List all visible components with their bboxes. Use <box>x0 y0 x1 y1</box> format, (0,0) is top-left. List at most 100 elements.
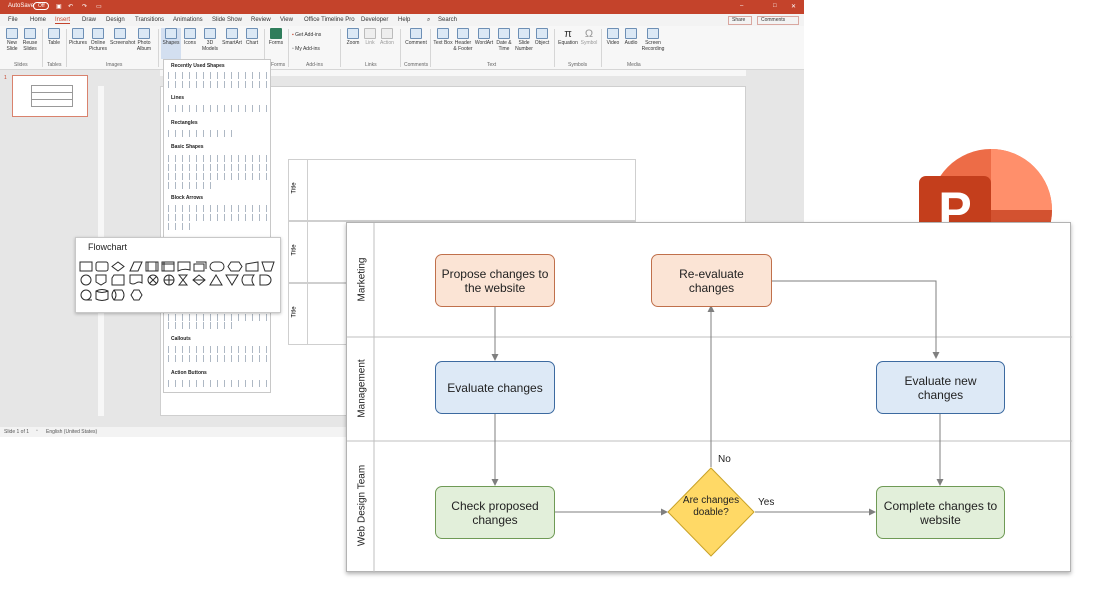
tab-office-timeline-pro[interactable]: Office Timeline Pro <box>304 17 355 23</box>
pictures-button[interactable]: Pictures <box>68 28 88 46</box>
object-button[interactable]: Object <box>532 28 552 46</box>
accessibility-icon[interactable]: ▫ <box>36 428 38 434</box>
shape-row[interactable] <box>167 164 267 171</box>
tab-animations[interactable]: Animations <box>173 17 203 23</box>
shapes-button[interactable]: Shapes <box>161 28 181 59</box>
off-page-connector-shape-icon <box>95 274 107 286</box>
node-evaluate-new-changes[interactable]: Evaluate new changes <box>876 361 1005 414</box>
wordart-button[interactable]: WordArt <box>474 28 494 46</box>
shape-row[interactable] <box>167 205 267 212</box>
photo-album-button[interactable]: Photo Album <box>134 28 154 52</box>
slide-table-row[interactable] <box>288 159 636 221</box>
row-title-1: Title <box>291 182 298 194</box>
redo-icon[interactable]: ↷ <box>82 4 88 10</box>
close-icon[interactable]: ✕ <box>791 4 797 10</box>
reuse-slides-button[interactable]: Reuse Slides <box>20 28 40 52</box>
divider <box>158 29 159 67</box>
present-icon[interactable]: ▭ <box>96 4 102 10</box>
3d-models-button[interactable]: 3D Models <box>200 28 220 52</box>
flowchart-shapes-grid[interactable] <box>76 238 282 314</box>
table-button[interactable]: Table <box>44 28 64 46</box>
shape-row[interactable] <box>167 314 267 321</box>
slide-number-button[interactable]: Slide Number <box>514 28 534 52</box>
tab-view[interactable]: View <box>280 17 293 23</box>
lane-label-management: Management <box>356 359 368 418</box>
node-check-proposed-changes[interactable]: Check proposed changes <box>435 486 555 539</box>
shape-row[interactable] <box>167 173 267 180</box>
screenshot-button[interactable]: Screenshot <box>110 28 135 46</box>
tab-review[interactable]: Review <box>251 17 271 23</box>
flowchart-title: Flowchart <box>88 242 128 252</box>
shape-row[interactable] <box>167 105 267 112</box>
shape-row[interactable] <box>167 182 217 189</box>
tab-draw[interactable]: Draw <box>82 17 97 23</box>
tab-design[interactable]: Design <box>106 17 125 23</box>
smartart-button[interactable]: SmartArt <box>222 28 242 46</box>
shape-row[interactable] <box>167 130 237 137</box>
shape-row[interactable] <box>167 72 267 79</box>
section-lines: Lines <box>171 95 185 101</box>
shape-row[interactable] <box>167 355 267 362</box>
date-time-button[interactable]: Date & Time <box>494 28 514 52</box>
video-button[interactable]: Video <box>603 28 623 46</box>
shape-row[interactable] <box>167 322 237 329</box>
my-add-ins-button[interactable]: ▫ My Add-ins <box>292 46 320 52</box>
shape-row[interactable] <box>167 81 267 88</box>
link-button[interactable]: Link <box>360 28 380 46</box>
forms-button[interactable]: Forms <box>266 28 286 46</box>
node-reevaluate-changes[interactable]: Re-evaluate changes <box>651 254 772 307</box>
share-label: Share <box>732 17 746 23</box>
tab-developer[interactable]: Developer <box>361 17 389 23</box>
comment-button[interactable]: Comment <box>404 28 428 46</box>
horizontal-ruler[interactable] <box>160 70 746 76</box>
save-icon[interactable]: ▣ <box>56 4 62 10</box>
search-box[interactable]: Search <box>438 17 458 23</box>
decision-diamond[interactable] <box>667 467 755 557</box>
divider <box>264 29 265 67</box>
zoom-button[interactable]: Zoom <box>343 28 363 46</box>
shape-row[interactable] <box>167 155 267 162</box>
text-box-button[interactable]: Text Box <box>433 28 453 46</box>
shape-row[interactable] <box>167 380 267 387</box>
tab-transitions[interactable]: Transitions <box>135 17 165 23</box>
shape-row[interactable] <box>167 346 267 353</box>
tab-help[interactable]: Help <box>398 17 411 23</box>
language-indicator[interactable]: English (United States) <box>46 429 98 435</box>
chart-icon <box>246 28 258 39</box>
get-add-ins-button[interactable]: ▪ Get Add-ins <box>292 32 321 38</box>
online-pictures-button[interactable]: Online Pictures <box>88 28 108 52</box>
tab-home[interactable]: Home <box>30 17 47 23</box>
card-shape-icon <box>111 274 125 286</box>
search-icon[interactable]: ⌕ <box>427 17 431 23</box>
chart-button[interactable]: Chart <box>242 28 262 46</box>
comments-button[interactable]: Comments <box>757 16 799 25</box>
node-propose-changes[interactable]: Propose changes to the website <box>435 254 555 307</box>
photo-album-label: Photo Album <box>136 40 152 52</box>
maximize-icon[interactable]: □ <box>773 3 777 9</box>
node-complete-changes[interactable]: Complete changes to website <box>876 486 1005 539</box>
online-pictures-label: Online Pictures <box>88 40 108 52</box>
screen-recording-button[interactable]: Screen Recording <box>640 28 666 52</box>
comments-label: Comments <box>761 17 786 23</box>
slide-thumbnail[interactable] <box>12 75 88 117</box>
icons-button[interactable]: Icons <box>180 28 200 46</box>
symbol-label: Symbol <box>580 40 598 46</box>
autosave-toggle[interactable]: Off <box>33 2 49 10</box>
shape-row[interactable] <box>167 214 267 221</box>
tab-insert[interactable]: Insert <box>55 17 71 24</box>
node-evaluate-changes[interactable]: Evaluate changes <box>435 361 555 414</box>
undo-icon[interactable]: ↶ <box>68 4 74 10</box>
new-slide-button[interactable]: New Slide <box>2 28 22 52</box>
tab-file[interactable]: File <box>8 17 18 23</box>
header-footer-button[interactable]: Header & Footer <box>453 28 473 52</box>
share-button[interactable]: Share <box>728 16 752 25</box>
tab-slide-show[interactable]: Slide Show <box>212 17 243 23</box>
audio-button[interactable]: Audio <box>621 28 641 46</box>
minimize-icon[interactable]: – <box>740 3 744 9</box>
action-button[interactable]: Action <box>377 28 397 46</box>
shape-row[interactable] <box>167 223 192 230</box>
omega-icon: Ω <box>584 28 594 40</box>
divider <box>601 29 602 67</box>
